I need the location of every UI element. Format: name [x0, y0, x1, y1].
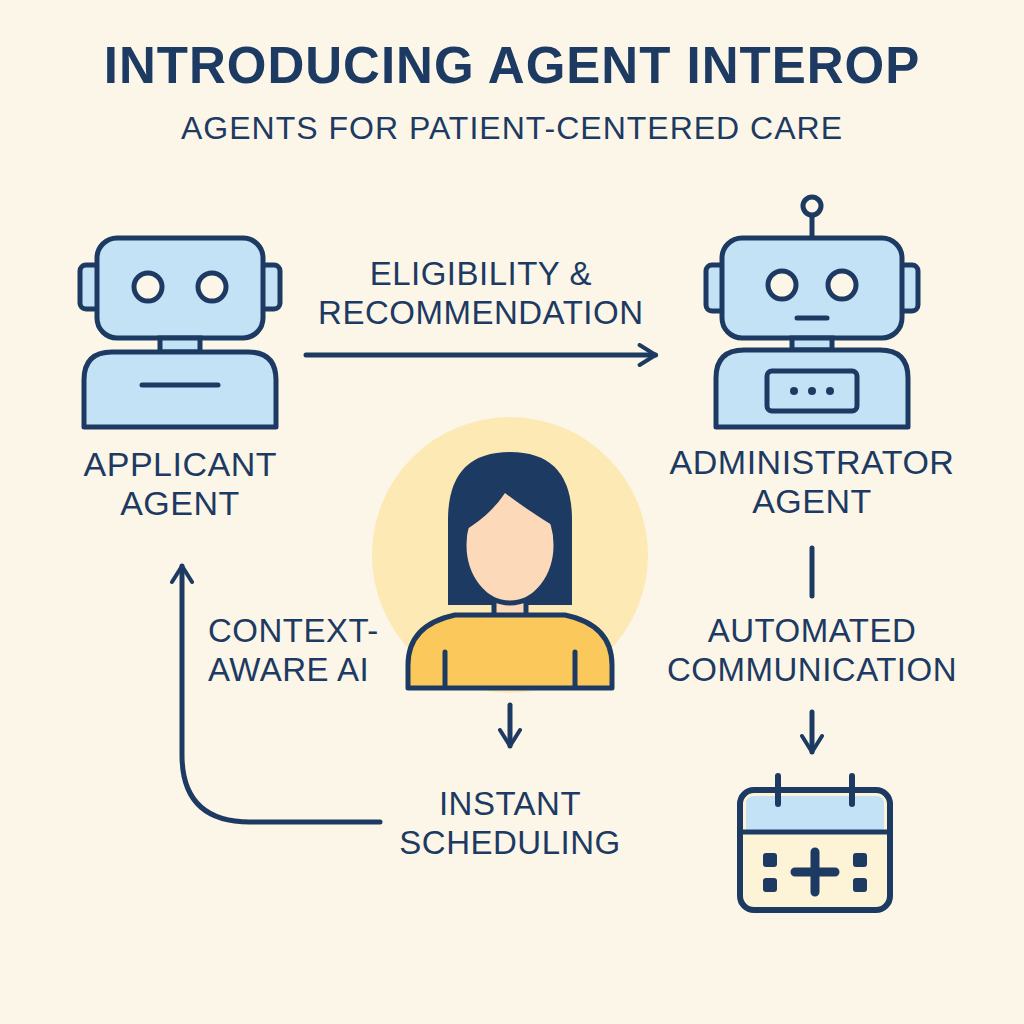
calendar-dot [763, 853, 777, 867]
robot-head [97, 238, 263, 338]
calendar-dot [763, 878, 777, 892]
person-halo [372, 417, 648, 693]
calendar-rule [743, 830, 887, 835]
connector-arrow [306, 353, 656, 358]
robot-light [790, 387, 798, 395]
robot-chest [142, 383, 218, 388]
title: INTRODUCING AGENT INTEROP [0, 38, 1024, 94]
robot-eye [198, 273, 226, 301]
robot-antenna-tip [803, 197, 821, 215]
flow-arrow [810, 712, 815, 752]
person-arm [443, 652, 448, 686]
flow-tick [810, 548, 815, 596]
agent-label: ADMINISTRATOR AGENT [670, 443, 955, 521]
person-bangs [462, 477, 560, 532]
agent-label: APPLICANT AGENT [84, 445, 277, 523]
calendar-band [746, 796, 884, 830]
robot-light [808, 387, 816, 395]
robot-light [826, 387, 834, 395]
robot-head [722, 238, 902, 338]
person-shirt [408, 615, 612, 688]
robot-body [716, 350, 908, 427]
robot-icon [702, 193, 922, 433]
flow-label: AUTOMATED COMMUNICATION [667, 612, 957, 690]
calendar-ring [775, 776, 781, 804]
flow-arrow [508, 705, 513, 746]
robot-mouth [797, 316, 827, 321]
robot-eye [768, 271, 796, 299]
calendar-dot [853, 853, 867, 867]
person-arm [573, 652, 578, 686]
robot-panel [767, 371, 857, 411]
robot-eye [134, 273, 162, 301]
calendar-dot [853, 878, 867, 892]
loop-arrow [182, 566, 380, 822]
robot-body [84, 352, 276, 427]
flow-label: INSTANT SCHEDULING [399, 785, 620, 863]
calendar-ring [849, 776, 855, 804]
calendar-plus [795, 852, 835, 892]
calendar-body [740, 790, 890, 910]
robot-icon [70, 205, 290, 435]
edge-label: ELIGIBILITY & RECOMMENDATION [306, 255, 656, 333]
person-hair [448, 452, 572, 605]
subtitle: AGENTS FOR PATIENT-CENTERED CARE [181, 110, 843, 148]
agent-node: APPLICANT AGENT [64, 205, 296, 523]
robot-eye [828, 271, 856, 299]
flow-label: CONTEXT-AWARE AI [208, 612, 379, 690]
agent-node: ADMINISTRATOR AGENT [664, 193, 961, 521]
